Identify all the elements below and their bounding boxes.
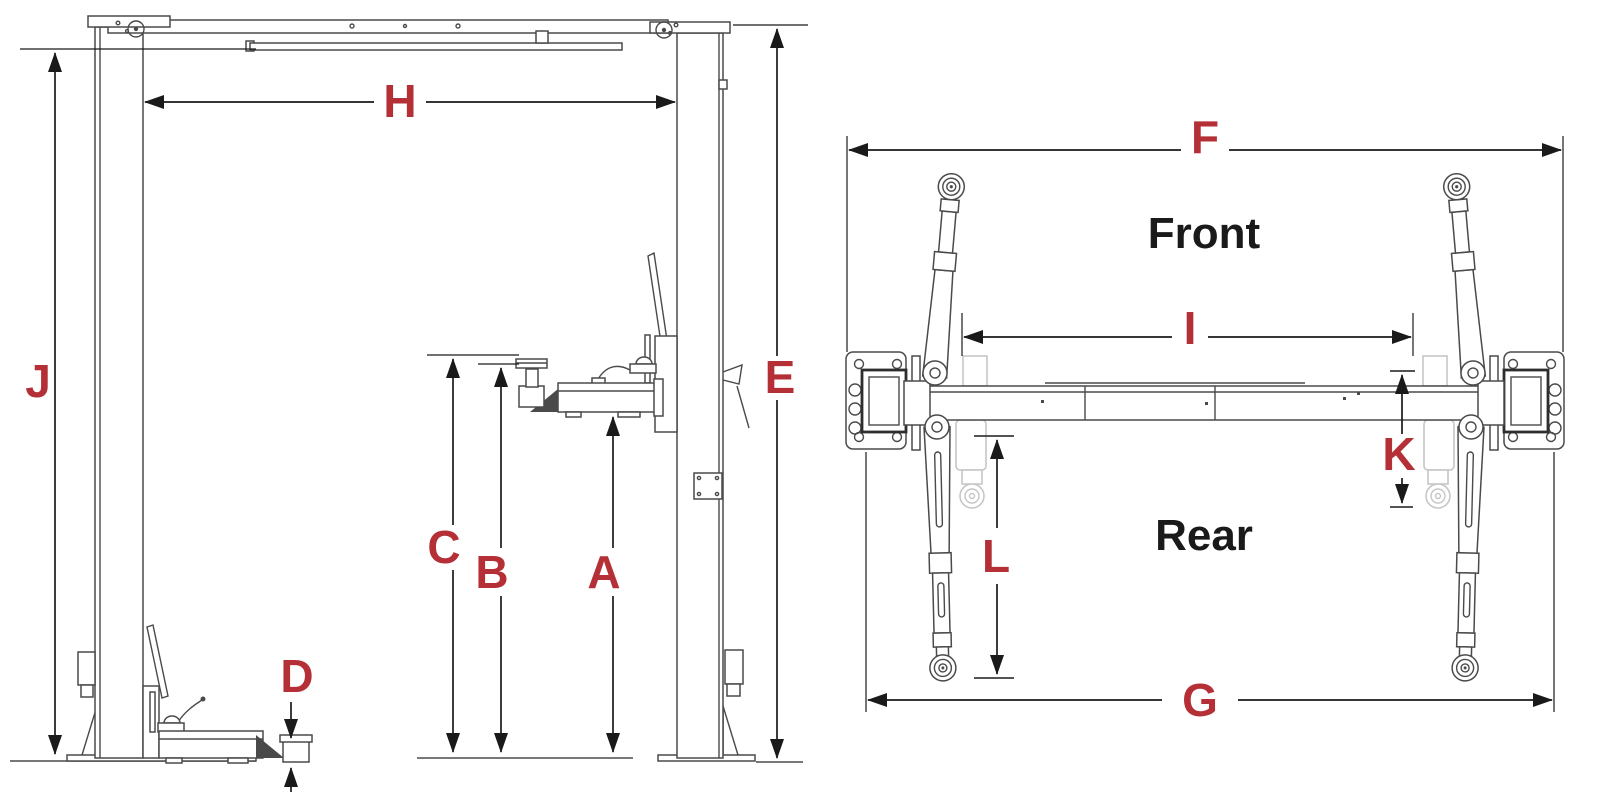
dimension-i: I (961, 302, 1414, 356)
dim-label-c: C (427, 521, 460, 573)
lift-arm (158, 730, 264, 759)
dim-label-a: A (587, 546, 620, 598)
dimension-l: L (974, 435, 1014, 679)
dim-label-f: F (1191, 111, 1219, 163)
right-pulley (655, 21, 673, 39)
right-column-top (1489, 351, 1565, 451)
dimension-j: J (20, 48, 256, 755)
dimension-f: F (846, 111, 1564, 352)
dim-label-l: L (982, 530, 1010, 582)
left-column-top (845, 351, 921, 451)
rear-area-label: Rear (1155, 511, 1253, 560)
ghost-arms (955, 355, 1455, 509)
dim-label-d: D (280, 650, 313, 702)
overhead-safety-bar (249, 42, 623, 51)
left-pulley (127, 20, 145, 38)
dim-label-h: H (383, 75, 416, 127)
top-view: F I G K L (845, 111, 1565, 726)
hydraulic-cylinder (146, 624, 169, 699)
front-right-arm (1442, 172, 1487, 386)
overhead-beam (87, 15, 731, 52)
dimension-a: A (587, 416, 621, 753)
dimension-b: B (475, 363, 519, 753)
release-handle (722, 363, 750, 429)
dim-label-b: B (475, 546, 508, 598)
dim-label-j: J (25, 355, 51, 407)
dimension-d: D (280, 650, 314, 792)
dimension-h: H (144, 75, 676, 127)
dim-label-g: G (1182, 674, 1218, 726)
front-area-label: Front (1148, 209, 1261, 258)
side-view: J H E C B A (10, 15, 808, 792)
carriage-arm-raised (515, 251, 678, 433)
dimension-c: C (427, 354, 519, 753)
front-left-arm (921, 172, 966, 386)
dimension-e: E (733, 24, 808, 759)
dim-label-i: I (1184, 302, 1197, 354)
lift-pad (279, 734, 313, 743)
rear-right-arm (1451, 414, 1485, 682)
rear-left-arm (923, 414, 957, 682)
crossbeam (903, 380, 1505, 426)
dim-label-k: K (1382, 428, 1415, 480)
left-post (66, 26, 257, 762)
hydraulic-cylinder (647, 251, 668, 345)
dim-label-e: E (765, 351, 796, 403)
dimension-g: G (865, 452, 1555, 726)
right-post (657, 32, 756, 762)
lift-arm (557, 382, 661, 413)
dimension-k: K (1382, 370, 1416, 508)
